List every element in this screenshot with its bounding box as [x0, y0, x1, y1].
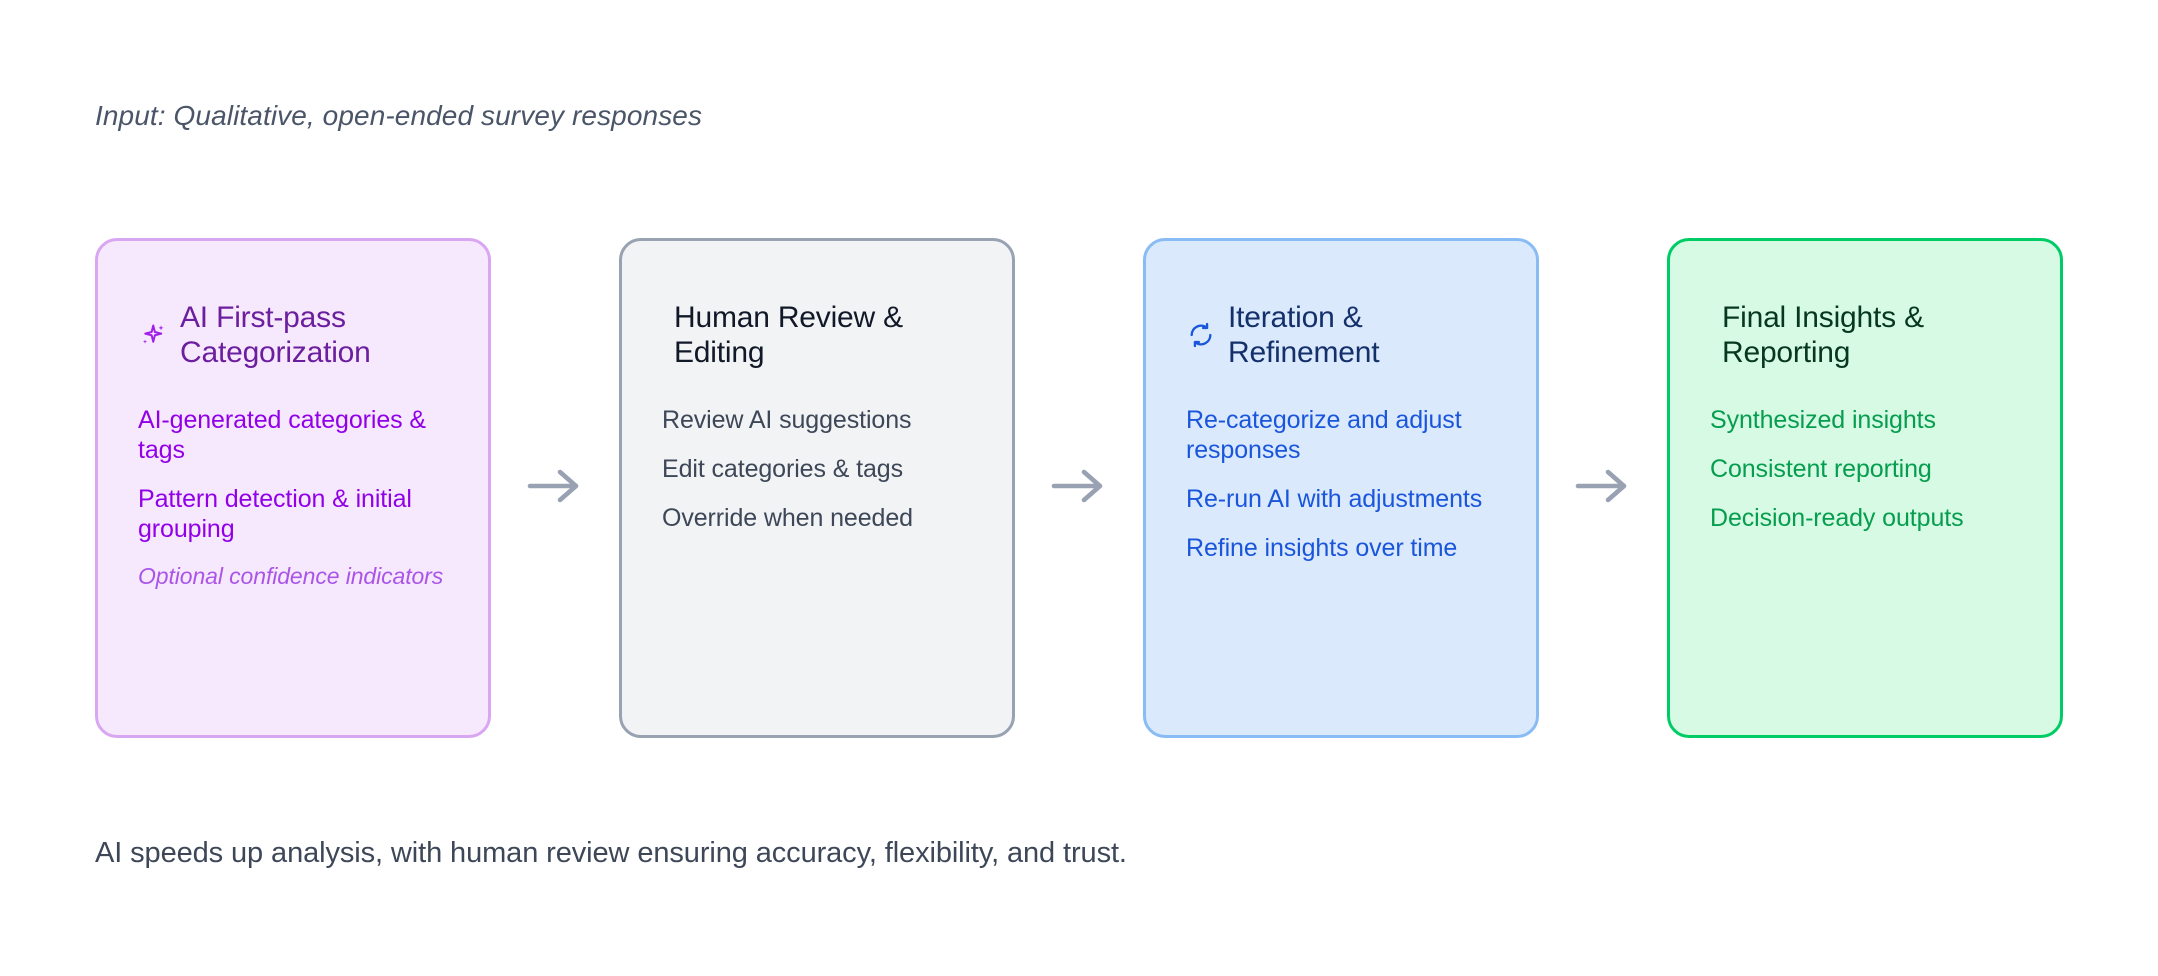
stage-card-ai-first-pass[interactable]: AI First-pass Categorization AI-generate… [95, 238, 491, 738]
stage-card-header: Human Review & Editing [662, 287, 972, 383]
input-label: Input: Qualitative, open-ended survey re… [95, 100, 703, 131]
stage-card-title: Final Insights & Reporting [1722, 300, 1924, 369]
arrow-right-icon [524, 466, 586, 511]
stage-card-body: Re-categorize and adjust responses Re-ru… [1186, 405, 1496, 563]
arrow-right-icon [1048, 466, 1110, 511]
stage-card-title: Iteration & Refinement [1228, 300, 1380, 369]
arrow-cell [1015, 238, 1143, 738]
stage-card-title: AI First-pass Categorization [180, 300, 371, 369]
stage-card-final-insights[interactable]: Final Insights & Reporting Synthesized i… [1667, 238, 2063, 738]
arrow-cell [491, 238, 619, 738]
stage-card-title: Human Review & Editing [674, 300, 903, 369]
sparkle-icon [138, 320, 168, 350]
stage-item: Re-categorize and adjust responses [1186, 406, 1462, 464]
stage-card-body: Review AI suggestions Edit categories & … [662, 405, 972, 533]
stage-item: Pattern detection & initial grouping [138, 485, 412, 543]
stage-item: Synthesized insights [1710, 406, 1936, 434]
footer-summary-label: AI speeds up analysis, with human review… [95, 837, 1127, 869]
stage-item: Refine insights over time [1186, 534, 1458, 562]
stage-card-header: Iteration & Refinement [1186, 287, 1496, 383]
stage-item: Consistent reporting [1710, 455, 1932, 483]
stage-item: Edit categories & tags [662, 455, 903, 483]
stage-card-header: Final Insights & Reporting [1710, 287, 2020, 383]
refresh-cycle-icon [1186, 320, 1216, 350]
stage-item: Review AI suggestions [662, 406, 912, 434]
stage-card-header: AI First-pass Categorization [138, 287, 448, 383]
arrow-cell [1539, 238, 1667, 738]
arrow-right-icon [1572, 466, 1634, 511]
stage-item: Re-run AI with adjustments [1186, 485, 1483, 513]
stage-card-human-review[interactable]: Human Review & Editing Review AI suggest… [619, 238, 1015, 738]
stage-item: AI-generated categories & tags [138, 406, 426, 464]
stage-card-iteration-refinement[interactable]: Iteration & Refinement Re-categorize and… [1143, 238, 1539, 738]
stage-item-note: Optional confidence indicators [138, 563, 444, 589]
stage-flow-row: AI First-pass Categorization AI-generate… [95, 238, 2063, 738]
stage-card-body: Synthesized insights Consistent reportin… [1710, 405, 2020, 533]
stage-item: Decision-ready outputs [1710, 504, 1964, 532]
stage-card-body: AI-generated categories & tags Pattern d… [138, 405, 448, 591]
stage-item: Override when needed [662, 504, 913, 532]
